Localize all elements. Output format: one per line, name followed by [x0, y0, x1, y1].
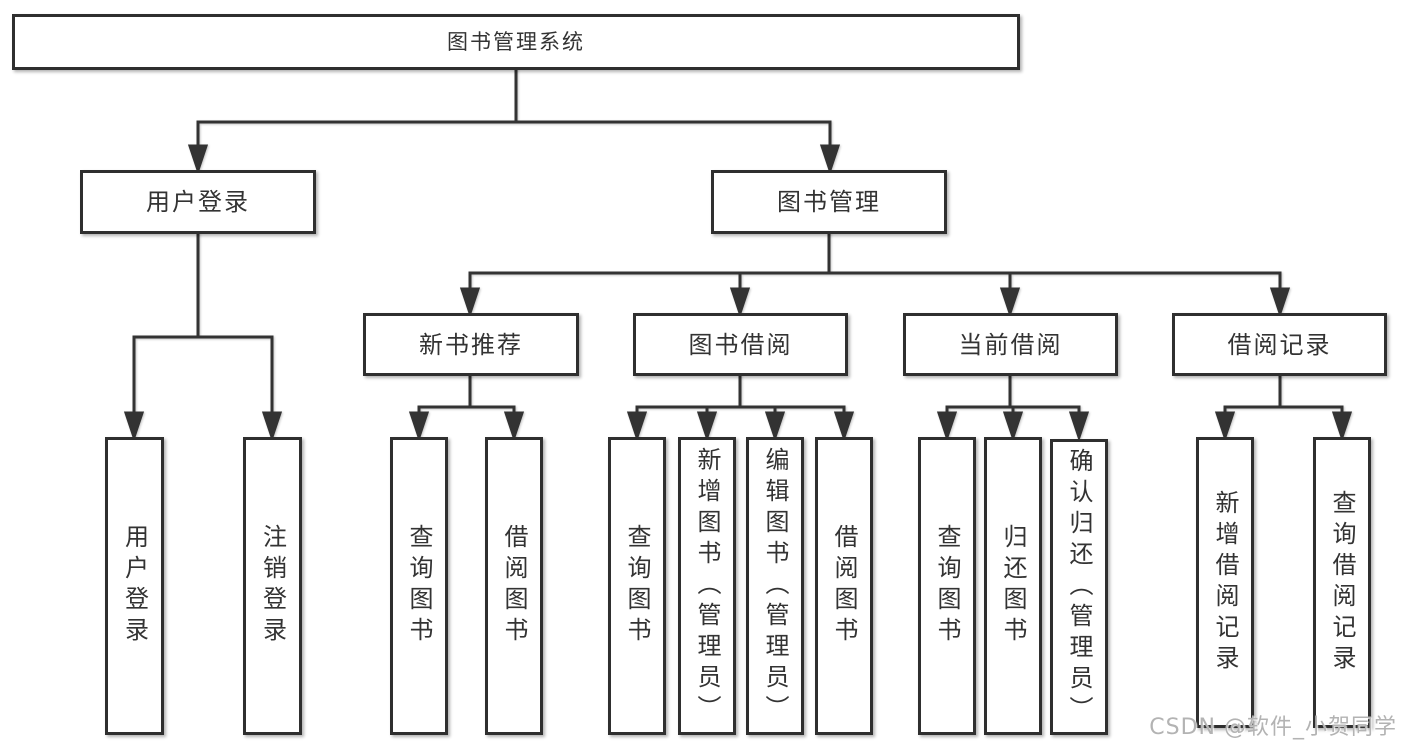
- connector-borrow-records-to-leaves: [1214, 374, 1353, 442]
- arrow-down-icon: [1331, 411, 1353, 442]
- arrow-down-icon: [1214, 411, 1236, 442]
- node-return-books: 归还图书: [984, 437, 1042, 735]
- node-new-book-recommendation: 新书推荐: [363, 313, 579, 376]
- connector-book-management-to-level3: [459, 232, 1291, 318]
- connector-current-borrow-to-leaves: [936, 374, 1090, 442]
- arrow-down-icon: [1002, 411, 1024, 442]
- arrow-down-icon: [459, 287, 481, 318]
- arrow-down-icon: [1068, 411, 1090, 442]
- node-add-books-admin: 新增图书（管理员）: [678, 437, 736, 735]
- node-query-borrow-record: 查询借阅记录: [1313, 437, 1371, 728]
- node-confirm-return-admin: 确认归还（管理员）: [1050, 439, 1108, 735]
- arrow-down-icon: [999, 287, 1021, 318]
- node-query-books-current: 查询图书: [918, 437, 976, 735]
- csdn-watermark: CSDN @软件_小贺同学: [1149, 715, 1397, 740]
- arrow-down-icon: [833, 411, 855, 442]
- arrow-down-icon: [696, 411, 718, 442]
- node-current-borrowing: 当前借阅: [903, 313, 1118, 376]
- arrow-down-icon: [187, 144, 209, 175]
- node-add-borrow-record: 新增借阅记录: [1196, 437, 1254, 728]
- arrow-down-icon: [503, 411, 525, 442]
- node-borrowing-records: 借阅记录: [1172, 313, 1387, 376]
- arrow-down-icon: [764, 411, 786, 442]
- node-user-login-leaf: 用户登录: [105, 437, 164, 735]
- node-edit-books-admin: 编辑图书（管理员）: [746, 437, 804, 735]
- node-user-login: 用户登录: [80, 170, 316, 234]
- node-library-management-system: 图书管理系统: [12, 14, 1020, 70]
- node-logout-leaf: 注销登录: [243, 437, 302, 735]
- node-borrow-books-leaf: 借阅图书: [815, 437, 873, 735]
- node-query-books-borrowing: 查询图书: [608, 437, 666, 735]
- arrow-down-icon: [261, 411, 283, 442]
- arrow-down-icon: [408, 411, 430, 442]
- connector-root-to-level2: [187, 68, 841, 175]
- arrow-down-icon: [936, 411, 958, 442]
- arrow-down-icon: [1269, 287, 1291, 318]
- connector-new-book-to-leaves: [408, 374, 525, 442]
- node-book-borrowing: 图书借阅: [633, 313, 848, 376]
- arrow-down-icon: [729, 287, 751, 318]
- arrow-down-icon: [819, 144, 841, 175]
- node-book-management: 图书管理: [711, 170, 947, 234]
- node-borrow-books-recommend: 借阅图书: [485, 437, 543, 735]
- connector-book-borrow-to-leaves: [626, 374, 855, 442]
- node-query-books-recommend: 查询图书: [390, 437, 448, 735]
- arrow-down-icon: [626, 411, 648, 442]
- arrow-down-icon: [123, 411, 145, 442]
- connector-user-login-to-leaves: [123, 232, 283, 442]
